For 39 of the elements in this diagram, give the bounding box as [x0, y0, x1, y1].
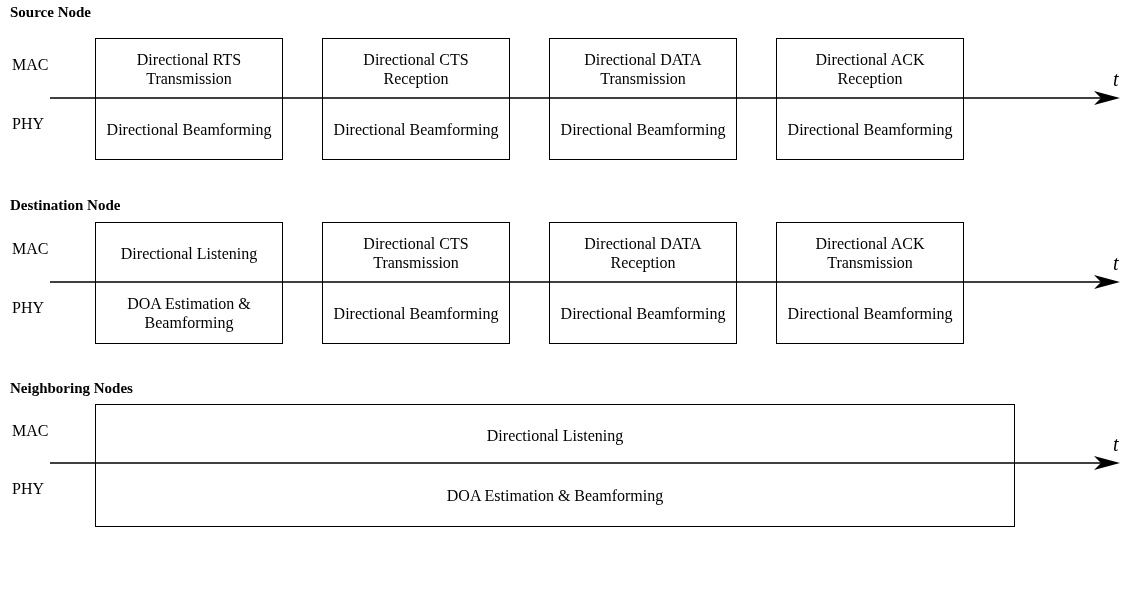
phy-activity-text: Directional Beamforming [786, 303, 954, 323]
layer-label: PHY [12, 115, 44, 133]
phase-box [322, 38, 510, 160]
phase-box [549, 222, 737, 344]
phase-box [95, 38, 283, 160]
phase-box [95, 222, 283, 344]
layer-label: MAC [12, 56, 49, 74]
phase-box [95, 404, 1015, 527]
mac-activity-text: Directional DATA Transmission [583, 50, 703, 88]
phy-activity-text: Directional Beamforming [332, 303, 500, 323]
mac-activity-text: Directional CTS Transmission [362, 234, 470, 272]
layer-label: PHY [12, 480, 44, 498]
layer-label: PHY [12, 299, 44, 317]
phy-activity-text: Directional Beamforming [559, 119, 727, 139]
phy-activity-text: Directional Beamforming [786, 119, 954, 139]
phase-box [776, 222, 964, 344]
axis-label: t [1113, 252, 1119, 275]
phase-box [776, 38, 964, 160]
layer-label: MAC [12, 422, 49, 440]
layer-label: MAC [12, 240, 49, 258]
phase-box [549, 38, 737, 160]
phy-activity-text: Directional Beamforming [105, 119, 273, 139]
phy-activity-text: DOA Estimation & Beamforming [445, 486, 665, 506]
mac-activity-text: Directional RTS Transmission [135, 50, 243, 88]
axis-label: t [1113, 68, 1119, 91]
phase-box [322, 222, 510, 344]
phy-activity-text: DOA Estimation & Beamforming [126, 294, 252, 332]
section-heading: Destination Node [10, 197, 121, 214]
phy-activity-text: Directional Beamforming [332, 119, 500, 139]
mac-activity-text: Directional DATA Reception [583, 234, 703, 272]
section-heading: Source Node [10, 4, 91, 21]
mac-activity-text: Directional CTS Reception [362, 50, 470, 88]
mac-activity-text: Directional ACK Transmission [814, 234, 926, 272]
axis-label: t [1113, 433, 1119, 456]
mac-activity-text: Directional Listening [485, 425, 625, 445]
phy-activity-text: Directional Beamforming [559, 303, 727, 323]
mac-activity-text: Directional Listening [119, 243, 259, 263]
section-heading: Neighboring Nodes [10, 380, 133, 397]
mac-activity-text: Directional ACK Reception [814, 50, 926, 88]
